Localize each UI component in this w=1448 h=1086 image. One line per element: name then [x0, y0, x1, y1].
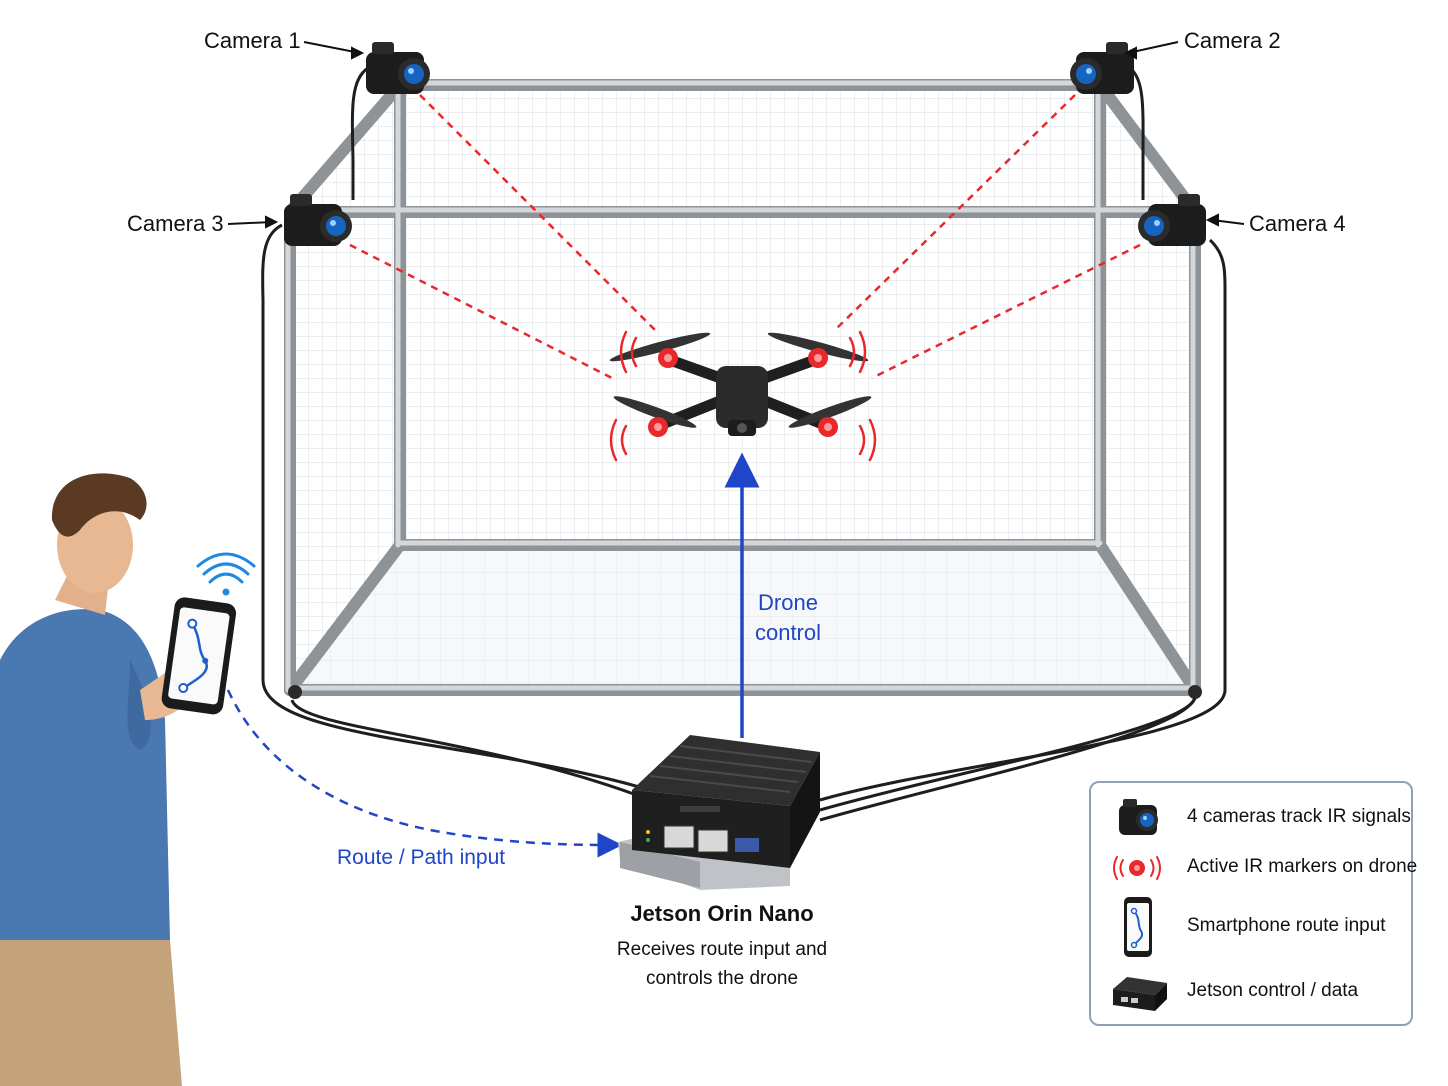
ir-marker-icon: [1113, 856, 1161, 880]
ir-signal-arcs: [609, 330, 877, 462]
camera-2: [1070, 42, 1134, 94]
camera-3-label: Camera 3: [127, 211, 224, 236]
drone-control-label-line1: Drone: [758, 590, 818, 615]
legend: 4 cameras track IR signals Active IR mar…: [1089, 781, 1417, 1026]
drone-ir-markers: [648, 348, 838, 437]
drone-control-label-line2: control: [754, 620, 822, 645]
camera-cables: [261, 66, 1227, 822]
legend-text-ir-markers: Active IR markers on drone: [1187, 856, 1418, 877]
route-input-path: [226, 689, 623, 858]
jetson-title: Jetson Orin Nano: [630, 901, 814, 926]
camera-4: [1138, 194, 1206, 246]
legend-item-smartphone: Smartphone route input: [1091, 895, 1411, 959]
camera-1: [366, 42, 430, 94]
ir-sight-lines: [349, 94, 1141, 380]
legend-text-cameras: 4 cameras track IR signals: [1187, 806, 1411, 827]
jetson-desc-line1: Receives route input and: [616, 939, 828, 960]
camera-3: [284, 194, 352, 246]
legend-item-jetson: Jetson control / data: [1091, 967, 1411, 1017]
jetson-desc-line2: controls the drone: [645, 968, 799, 989]
camera-2-label: Camera 2: [1184, 28, 1281, 53]
jetson-box-icon: [1113, 977, 1167, 1011]
camera-4-label: Camera 4: [1249, 211, 1346, 236]
camera-icon: [1119, 799, 1158, 835]
legend-text-jetson: Jetson control / data: [1187, 980, 1359, 1001]
smartphone-icon: [1124, 897, 1152, 957]
camera-1-label: Camera 1: [204, 28, 301, 53]
camera-label-pointers: [227, 41, 1245, 229]
smartphone-illustration: [161, 597, 237, 715]
legend-text-smartphone: Smartphone route input: [1187, 915, 1386, 936]
legend-item-ir-markers: Active IR markers on drone: [1091, 843, 1417, 893]
cage-frame: [284, 79, 1202, 699]
legend-item-cameras: 4 cameras track IR signals: [1091, 793, 1411, 843]
person-illustration: [0, 473, 190, 1086]
route-input-label: Route / Path input: [337, 846, 506, 869]
wifi-icon: [196, 552, 256, 596]
drone: [609, 330, 877, 462]
jetson-orin-nano-box: [618, 735, 820, 890]
